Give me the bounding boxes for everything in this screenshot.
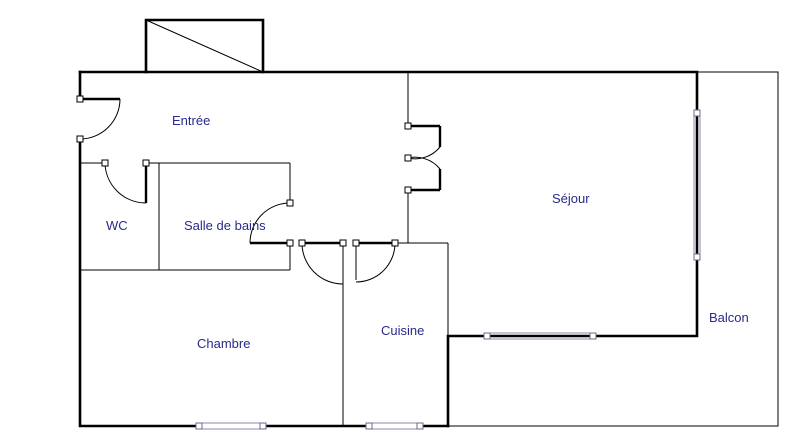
room-label-wc: WC [106, 218, 128, 233]
room-label-sejour: Séjour [552, 191, 590, 206]
door-living-double [404, 122, 442, 194]
balcony-outline [448, 71, 779, 427]
window-kitchen [365, 422, 424, 430]
room-label-cuisine: Cuisine [381, 323, 424, 338]
door-entrance [76, 95, 121, 143]
door-bathroom [249, 199, 294, 247]
window-balcony-vertical [693, 109, 701, 261]
door-kitchen [352, 239, 399, 283]
window-bedroom [195, 422, 267, 430]
room-label-entree: Entrée [172, 113, 210, 128]
exterior-walls [78, 70, 699, 428]
door-wc [101, 159, 150, 204]
stair-box [144, 18, 265, 74]
door-bedroom [298, 239, 347, 285]
room-label-chambre: Chambre [197, 336, 250, 351]
room-label-balcon: Balcon [709, 310, 749, 325]
window-living-bottom [483, 332, 597, 340]
room-label-salle-de-bains: Salle de bains [184, 218, 266, 233]
interior-walls [80, 72, 449, 426]
